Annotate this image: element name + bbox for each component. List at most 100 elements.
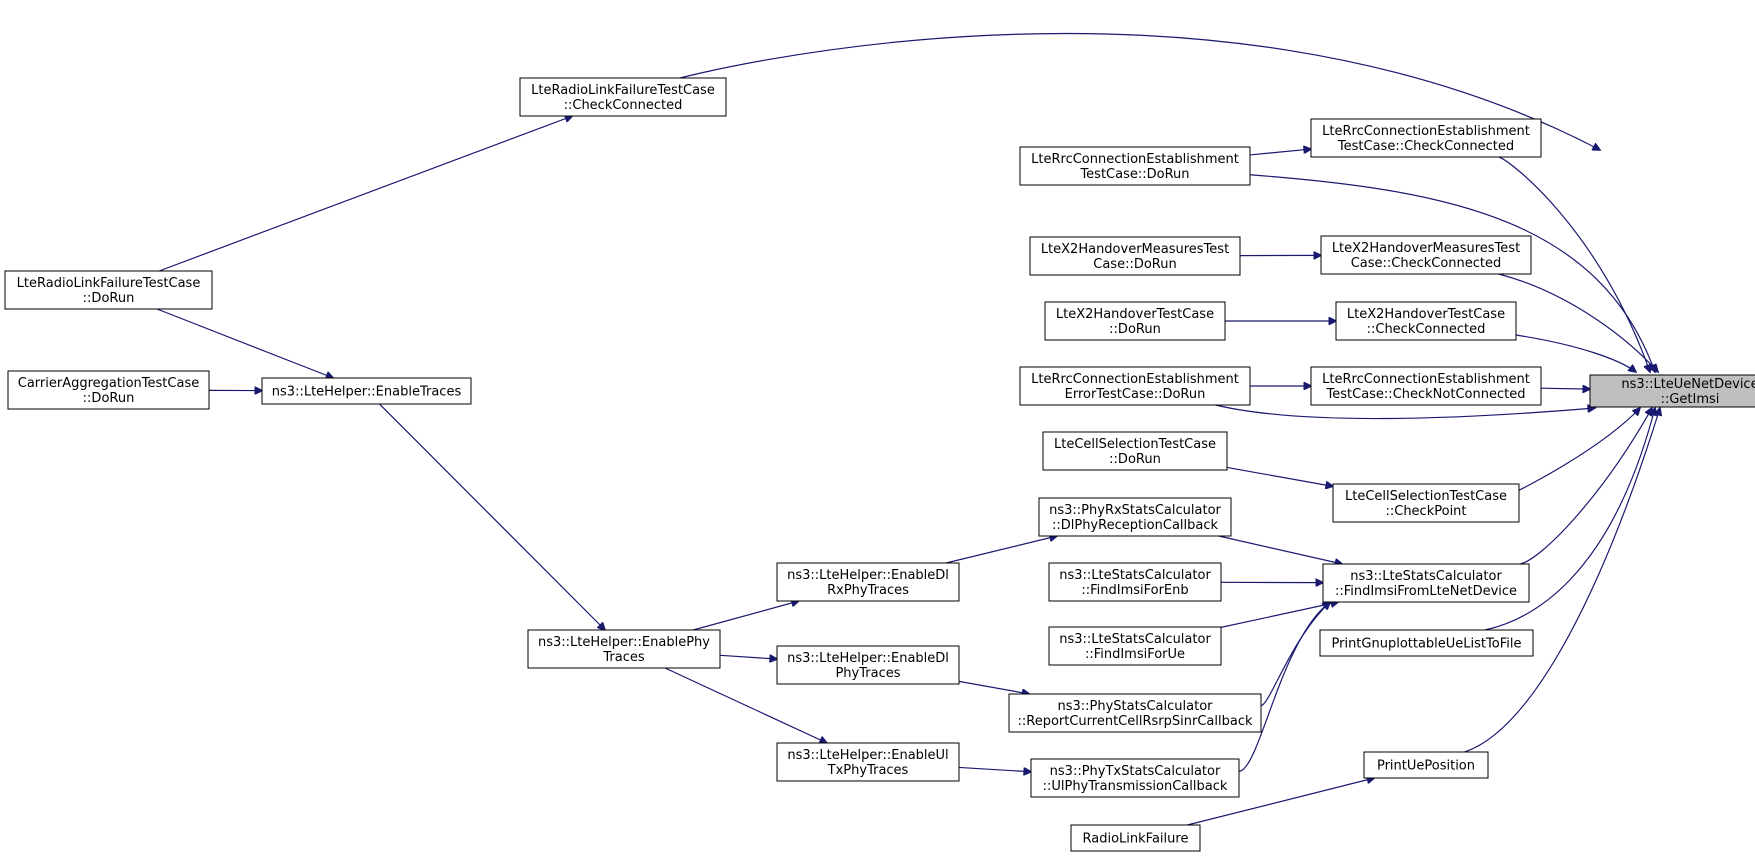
node-label-line: Case::DoRun — [1093, 257, 1176, 272]
node-find_imsi_ue[interactable]: ns3::LteStatsCalculator::FindImsiForUe — [1048, 626, 1222, 666]
node-box — [1322, 563, 1530, 603]
node-rlf_dorun[interactable]: LteRadioLinkFailureTestCase::DoRun — [4, 270, 213, 310]
node-rrc_err_dorun[interactable]: LteRrcConnectionEstablishmentErrorTestCa… — [1019, 366, 1251, 406]
node-box — [1019, 146, 1251, 186]
node-label-line: ::DoRun — [1109, 452, 1161, 467]
edge-x2m_check-to-root — [1498, 273, 1658, 372]
node-print_gnuplot[interactable]: PrintGnuplottableUeListToFile — [1319, 629, 1534, 657]
edge-rlf_dorun-to-rlf_check — [158, 116, 572, 272]
edge-rrc_dorun-to-rrc_check — [1249, 149, 1311, 156]
node-x2_dorun[interactable]: LteX2HandoverTestCase::DoRun — [1044, 301, 1226, 341]
node-box — [1310, 118, 1542, 158]
nodes-layer: LteRadioLinkFailureTestCase::CheckConnec… — [4, 77, 1755, 852]
node-box — [1335, 301, 1517, 341]
edge-find_imsi_dev-to-root — [1520, 408, 1652, 565]
edge-en_ul_tx-to-phytx_cb — [958, 766, 1031, 771]
edge-find_imsi_ue-to-find_imsi_dev — [1220, 602, 1338, 628]
node-label-line: ::GetImsi — [1661, 392, 1720, 407]
node-enable_traces[interactable]: ns3::LteHelper::EnableTraces — [261, 377, 472, 405]
node-box — [1029, 236, 1241, 276]
node-label-line: ::FindImsiFromLteNetDevice — [1335, 584, 1517, 599]
node-cell_dorun[interactable]: LteCellSelectionTestCase::DoRun — [1042, 431, 1228, 471]
node-label-line: ::CheckPoint — [1385, 504, 1466, 519]
node-x2m_check[interactable]: LteX2HandoverMeasuresTestCase::CheckConn… — [1320, 235, 1532, 275]
edge-cell_check-to-root — [1518, 408, 1640, 491]
node-box — [519, 77, 727, 117]
node-label-line: LteCellSelectionTestCase — [1054, 437, 1216, 452]
node-label-line: ns3::PhyStatsCalculator — [1057, 699, 1213, 714]
node-phystats_cb[interactable]: ns3::PhyStatsCalculator::ReportCurrentCe… — [1008, 693, 1262, 733]
node-box — [1038, 497, 1232, 537]
node-label-line: CarrierAggregationTestCase — [18, 376, 199, 391]
node-label-line: LteRrcConnectionEstablishment — [1031, 372, 1239, 387]
edge-rrc_dorun-to-root — [1249, 174, 1655, 372]
node-box — [1332, 483, 1520, 523]
node-label-line: LteRrcConnectionEstablishment — [1031, 152, 1239, 167]
node-find_imsi_dev[interactable]: ns3::LteStatsCalculator::FindImsiFromLte… — [1322, 563, 1530, 603]
node-box — [1310, 366, 1542, 406]
edge-en_dl_phy-to-phystats_cb — [958, 680, 1029, 694]
node-label-line: ::UlPhyTransmissionCallback — [1043, 779, 1228, 794]
node-find_imsi_enb[interactable]: ns3::LteStatsCalculator::FindImsiForEnb — [1048, 562, 1222, 602]
node-label-line: ::FindImsiForEnb — [1081, 583, 1188, 598]
edge-phytx_cb-to-find_imsi_dev — [1238, 602, 1330, 772]
node-label-line: TestCase::CheckNotConnected — [1326, 387, 1526, 402]
node-box — [1030, 758, 1240, 798]
node-rlf[interactable]: RadioLinkFailure — [1070, 824, 1201, 852]
node-ca_dorun[interactable]: CarrierAggregationTestCase::DoRun — [7, 370, 210, 410]
edge-rrc_err_dorun-to-root — [1215, 405, 1595, 420]
edge-en_phy-to-en_dl_phy — [719, 655, 777, 659]
node-cell_check[interactable]: LteCellSelectionTestCase::CheckPoint — [1332, 483, 1520, 523]
node-box — [1070, 824, 1201, 852]
node-box — [1319, 629, 1534, 657]
node-label-line: ::FindImsiForUe — [1085, 647, 1185, 662]
node-box — [776, 645, 960, 685]
node-label-line: LteX2HandoverTestCase — [1347, 307, 1505, 322]
node-label-line: ns3::LteStatsCalculator — [1059, 632, 1211, 647]
node-box — [776, 742, 960, 782]
node-label-line: ns3::LteUeNetDevice — [1621, 377, 1755, 392]
node-box — [7, 370, 210, 410]
node-label-line: Traces — [602, 650, 644, 665]
node-label-line: TestCase::DoRun — [1079, 167, 1189, 182]
edge-en_dl_rx-to-phyrx_cb — [945, 536, 1057, 564]
node-label-line: ::DlPhyReceptionCallback — [1052, 518, 1219, 533]
node-label-line: PhyTraces — [835, 666, 900, 681]
node-box — [1008, 693, 1262, 733]
node-label-line: ::DoRun — [83, 391, 135, 406]
node-x2_check[interactable]: LteX2HandoverTestCase::CheckConnected — [1335, 301, 1517, 341]
node-label-line: LteRrcConnectionEstablishment — [1322, 124, 1530, 139]
node-label-line: ns3::LteStatsCalculator — [1350, 569, 1502, 584]
node-print_uepos[interactable]: PrintUePosition — [1363, 751, 1489, 779]
node-label-line: ::DoRun — [83, 291, 135, 306]
node-label-line: ns3::PhyRxStatsCalculator — [1049, 503, 1221, 518]
node-label-line: RadioLinkFailure — [1083, 832, 1189, 847]
edge-rlf-to-print_uepos — [1187, 778, 1374, 826]
node-label-line: ::CheckConnected — [1367, 322, 1486, 337]
node-phytx_cb[interactable]: ns3::PhyTxStatsCalculator::UlPhyTransmis… — [1030, 758, 1240, 798]
node-label-line: ErrorTestCase::DoRun — [1065, 387, 1206, 402]
node-label-line: LteX2HandoverMeasuresTest — [1332, 241, 1520, 256]
node-label-line: Case::CheckConnected — [1351, 256, 1502, 271]
node-box — [1044, 301, 1226, 341]
node-phyrx_cb[interactable]: ns3::PhyRxStatsCalculator::DlPhyReceptio… — [1038, 497, 1232, 537]
node-rrc_check[interactable]: LteRrcConnectionEstablishmentTestCase::C… — [1310, 118, 1542, 158]
node-rrc_dorun[interactable]: LteRrcConnectionEstablishmentTestCase::D… — [1019, 146, 1251, 186]
edge-print_uepos-to-root — [1464, 408, 1660, 753]
node-root[interactable]: ns3::LteUeNetDevice::GetImsi — [1589, 374, 1755, 408]
node-label-line: ::ReportCurrentCellRsrpSinrCallback — [1018, 714, 1253, 729]
node-rrc_notconn[interactable]: LteRrcConnectionEstablishmentTestCase::C… — [1310, 366, 1542, 406]
node-label-line: LteCellSelectionTestCase — [1345, 489, 1507, 504]
node-rlf_check[interactable]: LteRadioLinkFailureTestCase::CheckConnec… — [519, 77, 727, 117]
edge-rlf_dorun-to-enable_traces — [156, 308, 333, 378]
node-label-line: TxPhyTraces — [827, 763, 909, 778]
edge-cell_dorun-to-cell_check — [1226, 466, 1333, 486]
edge-enable_traces-to-en_phy — [379, 403, 605, 630]
node-box — [527, 629, 721, 669]
